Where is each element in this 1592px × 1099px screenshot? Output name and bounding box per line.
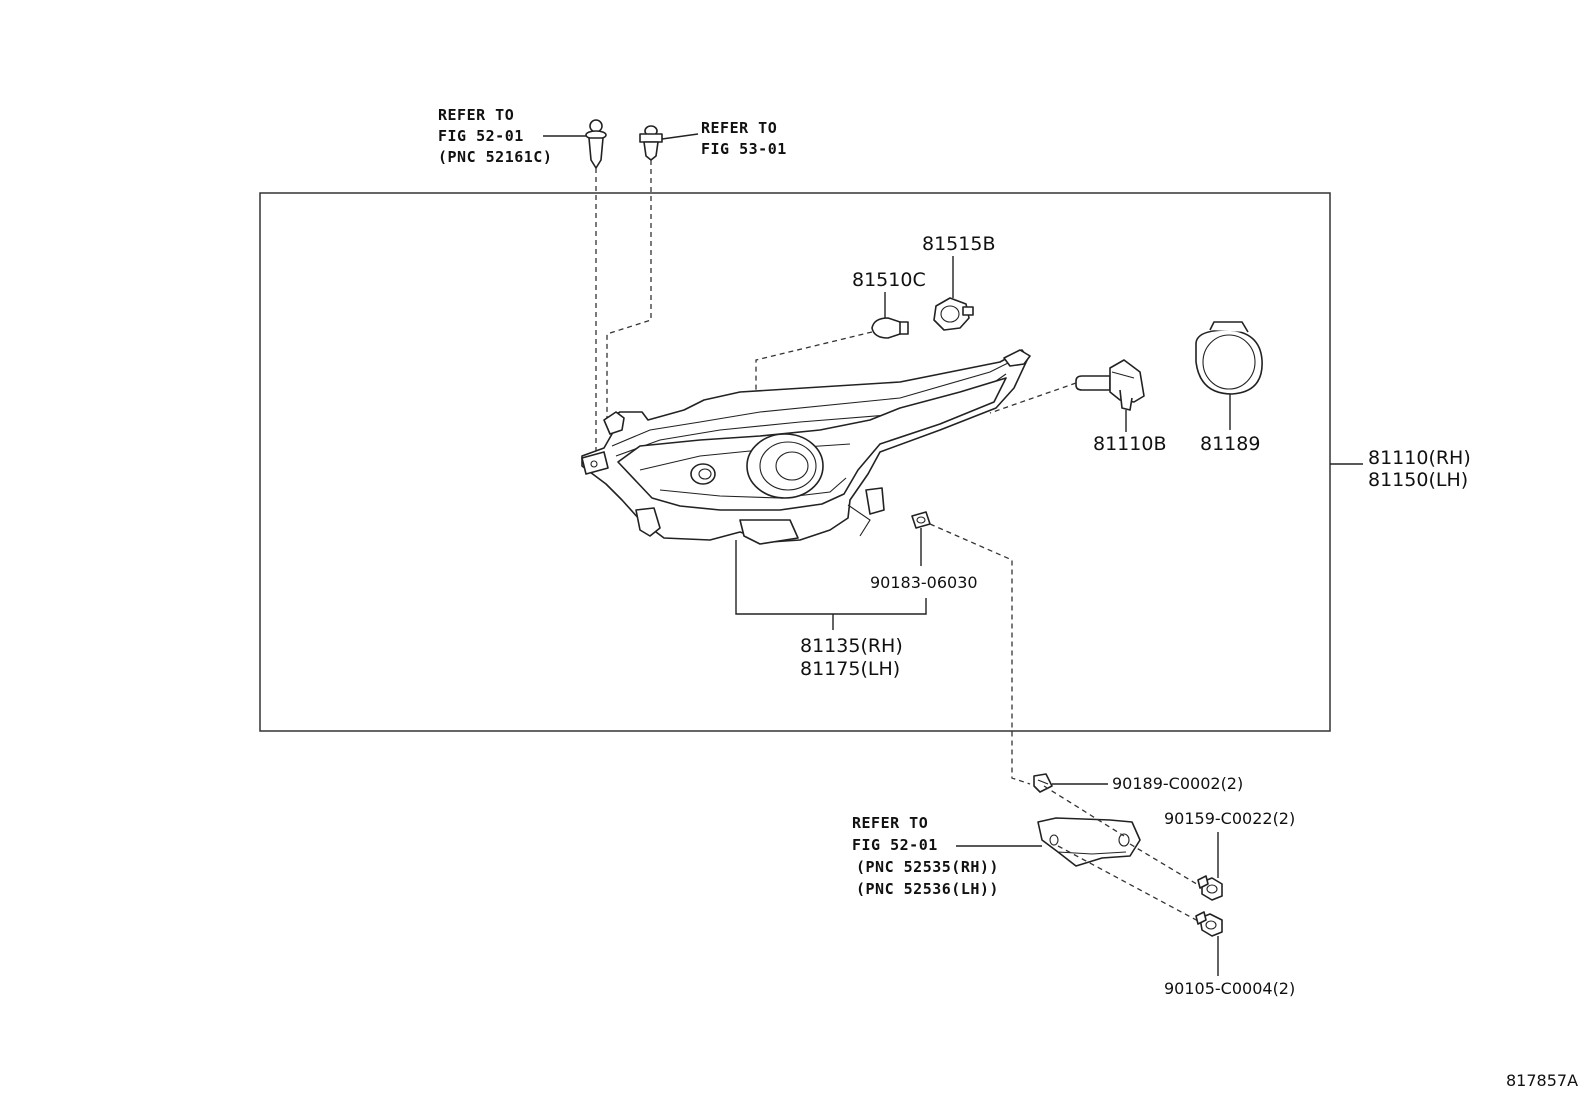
bolt-90159-icon bbox=[1197, 875, 1223, 901]
refer-label-line2: FIG 52-01 bbox=[852, 836, 938, 854]
part-number-90183-06030: 90183-06030 bbox=[870, 573, 978, 592]
bolt-90105-icon bbox=[1195, 911, 1223, 937]
part-number-81189: 81189 bbox=[1200, 433, 1260, 455]
part-number-81110-rh: 81110(RH) bbox=[1368, 447, 1471, 469]
dashed-leader-90159 bbox=[1129, 843, 1201, 887]
part-number-81175-lh-text: 81175(LH) bbox=[800, 658, 900, 680]
part-number-81515b: 81515B bbox=[922, 233, 995, 255]
leader-line bbox=[661, 133, 699, 140]
refer-fig-52-01-top-callout: REFER TO FIG 52-01 (PNC 52161C) bbox=[438, 106, 588, 166]
refer-fig-52-01-bottom-callout: REFER TO FIG 52-01 (PNC 52535(RH)) (PNC … bbox=[852, 814, 1042, 898]
dashed-leader-bracket bbox=[1043, 785, 1125, 837]
mounting-bracket-icon bbox=[1037, 817, 1141, 867]
dashed-leader-81110b bbox=[989, 382, 1077, 414]
assembly-frame bbox=[259, 192, 1331, 732]
figure-id: 817857A bbox=[1506, 1071, 1578, 1090]
refer-label-line2: FIG 52-01 bbox=[438, 127, 524, 145]
refer-label-line1: REFER TO bbox=[438, 106, 514, 124]
headlamp-housing bbox=[581, 349, 1031, 545]
refer-label-line2: FIG 53-01 bbox=[701, 140, 787, 158]
screw-clip-icon bbox=[639, 125, 663, 161]
refer-label-line1: REFER TO bbox=[701, 119, 777, 137]
part-number-90105-c0004: 90105-C0004(2) bbox=[1164, 979, 1295, 998]
part-number-90159-c0022: 90159-C0022(2) bbox=[1164, 809, 1295, 828]
dashed-leader-90183 bbox=[929, 523, 1031, 785]
bracket-leader-line bbox=[735, 540, 927, 615]
grommet-90183-icon bbox=[911, 511, 931, 529]
bulb-socket-81515b-icon bbox=[933, 297, 974, 331]
dashed-leader-clip-right bbox=[606, 160, 652, 420]
bulb-81510c-icon bbox=[871, 317, 909, 339]
refer-label-pnc-lh: (PNC 52536(LH)) bbox=[856, 880, 999, 898]
refer-fig-53-01-callout: REFER TO FIG 53-01 bbox=[661, 119, 787, 158]
refer-label-line1: REFER TO bbox=[852, 814, 928, 832]
part-number-81135-rh: 81135(RH) bbox=[800, 635, 903, 657]
part-number-81110b: 81110B bbox=[1093, 433, 1166, 455]
part-number-81150-lh: 81150(LH) bbox=[1368, 469, 1468, 491]
cover-cap-81189-icon bbox=[1195, 321, 1263, 430]
bulb-81110b-icon bbox=[1075, 359, 1145, 411]
part-number-81510c: 81510C bbox=[852, 269, 926, 291]
clip-nut-90189-icon bbox=[1033, 773, 1053, 793]
part-number-90189-c0002: 90189-C0002(2) bbox=[1112, 774, 1243, 793]
refer-label-pnc-rh: (PNC 52535(RH)) bbox=[856, 858, 999, 876]
refer-label-pnc: (PNC 52161C) bbox=[438, 148, 552, 166]
clip-52161c-icon bbox=[585, 119, 607, 169]
